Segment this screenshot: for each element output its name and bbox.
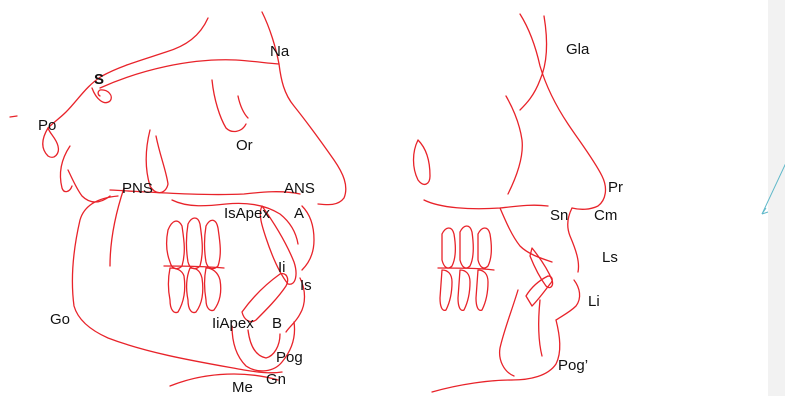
lower-border-line <box>170 374 278 386</box>
right-landmark-labels: Gla Pr Sn Cm Ls Li Pog’ <box>550 41 623 374</box>
ramus-inner <box>110 188 124 266</box>
label-pog: Pog <box>276 349 303 366</box>
lower-molar-2 <box>187 268 203 313</box>
soft-mandible-inner <box>500 290 518 376</box>
label-a: A <box>294 205 304 222</box>
lower-lip-profile <box>556 280 580 320</box>
soft-upper-molar-3 <box>478 228 491 268</box>
upper-molar-1 <box>167 221 185 269</box>
label-po: Po <box>38 117 56 134</box>
upper-lip-profile <box>568 208 579 272</box>
soft-lower-border <box>432 380 512 392</box>
label-gn: Gn <box>266 371 286 388</box>
soft-chin-profile <box>512 320 560 380</box>
label-iiapex: IiApex <box>212 315 254 332</box>
mastoid-outline <box>60 146 72 192</box>
label-or: Or <box>236 137 253 154</box>
pointer-arrow <box>762 150 785 214</box>
soft-upper-molar-2 <box>460 226 473 268</box>
soft-upper-incisor <box>530 248 553 288</box>
label-li: Li <box>588 293 600 310</box>
lower-molar-1 <box>169 268 185 313</box>
pointer-line <box>762 150 785 214</box>
label-is: Is <box>300 277 312 294</box>
soft-maxilla-outline <box>500 208 552 262</box>
posterior-head-outline <box>414 140 431 184</box>
label-go: Go <box>50 311 70 328</box>
posterior-ramus <box>68 170 110 202</box>
label-pr: Pr <box>608 179 623 196</box>
nasal-floor-line <box>424 200 548 209</box>
label-me: Me <box>232 379 253 396</box>
orbit-inner <box>238 96 248 118</box>
glabella-inner <box>520 16 547 110</box>
soft-lower-molar-2 <box>458 270 470 310</box>
label-ii: Ii <box>278 259 286 276</box>
soft-upper-molar-1 <box>442 228 455 268</box>
label-b: B <box>272 315 282 332</box>
label-sn: Sn <box>550 207 568 224</box>
sella-turcica <box>92 88 111 103</box>
label-isapex: IsApex <box>224 205 270 222</box>
label-ans: ANS <box>284 180 315 197</box>
cranial-base-posterior <box>48 18 208 128</box>
label-pog-soft: Pog’ <box>558 357 588 374</box>
frontal-nasal-profile <box>262 12 346 205</box>
label-ls: Ls <box>602 249 618 266</box>
label-cm: Cm <box>594 207 617 224</box>
label-s: S <box>94 71 104 88</box>
soft-nasal-line <box>506 96 522 194</box>
forehead-nose-profile <box>520 14 605 209</box>
soft-lower-molar-3 <box>476 270 488 310</box>
soft-lower-molar-1 <box>440 270 452 310</box>
skeletal-tracing <box>10 12 346 386</box>
left-dash-mark <box>10 116 17 117</box>
soft-symphysis <box>539 300 542 356</box>
cranial-base-line <box>100 60 279 88</box>
mandible-outline <box>72 196 282 373</box>
soft-tissue-tracing <box>414 14 606 392</box>
label-na: Na <box>270 43 290 60</box>
label-gla: Gla <box>566 41 590 58</box>
upper-molar-2 <box>187 218 203 269</box>
upper-molar-3 <box>205 220 221 268</box>
label-pns: PNS <box>122 180 153 197</box>
lower-molar-3 <box>205 268 221 311</box>
soft-lower-incisor <box>526 276 552 306</box>
